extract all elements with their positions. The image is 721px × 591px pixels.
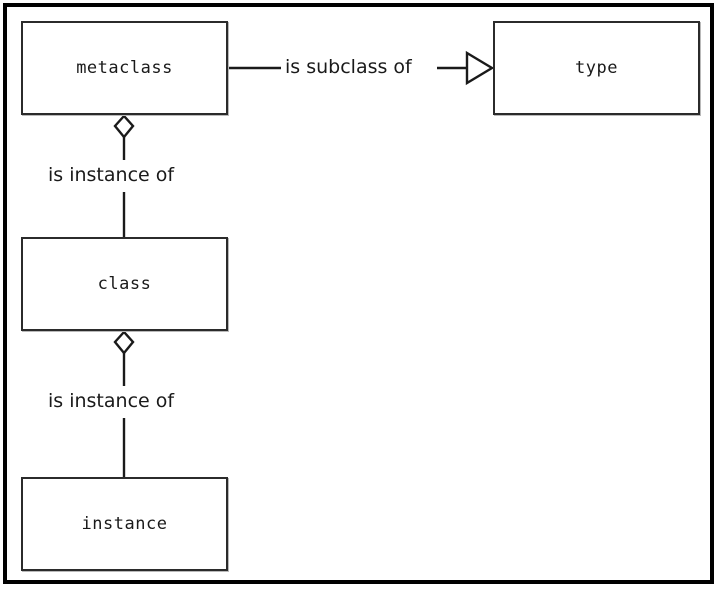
node-class-label: class	[97, 274, 152, 294]
aggregation-diamond-icon-2	[113, 330, 135, 355]
node-type[interactable]: type	[493, 21, 700, 115]
edge-label-is-instance-of-class-instance: is instance of	[44, 390, 179, 412]
node-metaclass[interactable]: metaclass	[21, 21, 228, 115]
aggregation-diamond-icon-1	[113, 114, 135, 139]
node-metaclass-label: metaclass	[76, 58, 173, 78]
node-instance[interactable]: instance	[21, 477, 228, 571]
edge-label-is-subclass-of: is subclass of	[281, 56, 416, 78]
edge-label-is-instance-of-metaclass-class: is instance of	[44, 164, 179, 186]
node-type-label: type	[575, 58, 618, 78]
node-class[interactable]: class	[21, 237, 228, 331]
generalization-arrowhead-icon	[465, 50, 495, 86]
node-instance-label: instance	[81, 514, 168, 534]
